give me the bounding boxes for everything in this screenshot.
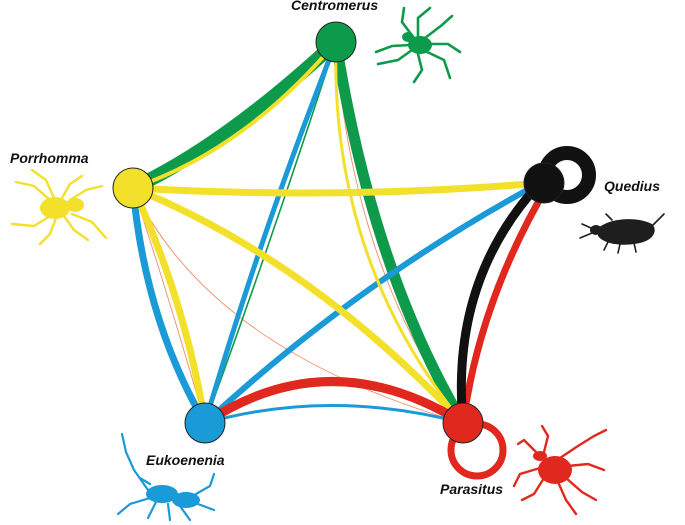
edge-porrhomma-parasitus-yellow <box>131 184 466 426</box>
label-eukoenenia: Eukoenenia <box>146 452 225 468</box>
porrhomma-spider-icon <box>10 168 108 246</box>
edge-centromerus-parasitus-yellow <box>334 41 465 424</box>
eukoenenia-palpigrade-icon <box>116 432 216 522</box>
edge-centromerus-eukoenenia-blue <box>202 41 339 424</box>
node-centromerus <box>315 21 357 63</box>
edge-quedius-parasitus-black <box>456 179 544 424</box>
node-eukoenenia <box>184 402 226 444</box>
node-quedius <box>523 162 565 204</box>
label-porrhomma: Porrhomma <box>10 150 89 166</box>
edge-centromerus-porrhomma-green <box>130 36 341 195</box>
edge-centromerus-eukoenenia-green <box>204 41 337 424</box>
centromerus-spider-icon <box>374 6 462 84</box>
label-parasitus: Parasitus <box>440 481 504 497</box>
edge-porrhomma-eukoenenia-thin-red <box>132 187 206 424</box>
parasitus-mite-icon <box>512 424 608 516</box>
edge-porrhomma-quedius-yellow <box>132 179 541 197</box>
label-quedius: Quedius <box>604 178 661 194</box>
edge-centromerus-parasitus-thin-red <box>335 41 464 424</box>
edge-centromerus-porrhomma-yellow <box>132 40 338 190</box>
edge-centromerus-parasitus-green <box>330 41 468 426</box>
edge-porrhomma-parasitus-thin-red <box>132 187 464 424</box>
edge-quedius-eukoenenia-blue <box>202 180 542 426</box>
node-parasitus <box>442 402 484 444</box>
label-centromerus: Centromerus <box>291 0 379 13</box>
quedius-beetle-icon <box>579 213 665 254</box>
edge-porrhomma-eukoenenia-yellow <box>129 186 209 424</box>
edge-quedius-parasitus-red <box>459 183 552 424</box>
edge-eukoenenia-parasitus-blue <box>204 404 464 425</box>
edge-eukoenenia-parasitus-red <box>202 377 466 427</box>
node-porrhomma <box>112 167 154 209</box>
edge-porrhomma-eukoenenia-blue <box>129 187 209 425</box>
